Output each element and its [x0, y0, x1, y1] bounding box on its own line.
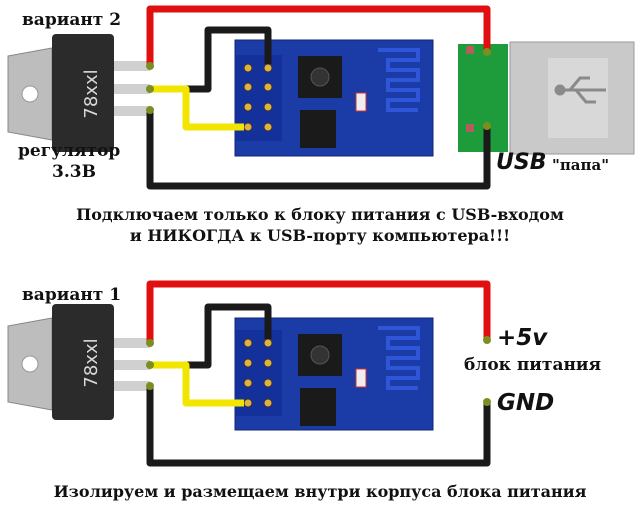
caption-line2: и НИКОГДА к USB-порту компьютера!!!: [129, 226, 511, 245]
wire-yellow-bottom: [150, 361, 244, 407]
wire-yellow-top: [150, 85, 244, 131]
regulator-voltage: 3.3В: [52, 162, 96, 182]
variant1-label: вариант 1: [22, 285, 122, 305]
gnd-label: GND: [497, 390, 555, 416]
wire-black-top: [146, 110, 491, 190]
plus5v-label: +5v: [497, 325, 548, 351]
usb-plug: [458, 41, 635, 155]
wire-black-bottom: [146, 386, 491, 467]
regulator-marking: 78xxl: [81, 338, 102, 387]
regulator-label: регулятор: [18, 141, 121, 161]
wire-red-top: [146, 5, 491, 66]
usb-label: USB: [496, 150, 547, 175]
psu-label: блок питания: [464, 355, 602, 375]
variant2-diagram: 78xxl: [7, 5, 635, 190]
caption-bottom: Изолируем и размещаем внутри корпуса бло…: [53, 482, 587, 501]
wire-red-bottom: [146, 280, 491, 343]
caption-line1: Подключаем только к блоку питания с USB-…: [76, 205, 564, 224]
usb-type-label: "папа": [552, 156, 610, 174]
regulator-marking: 78xxl: [81, 69, 102, 118]
regulator-bottom: 78xxl: [7, 304, 150, 420]
variant1-diagram: 78xxl: [7, 280, 491, 467]
variant2-label: вариант 2: [22, 10, 122, 30]
usb-symbol-icon: [554, 76, 606, 104]
regulator-top: 78xxl: [7, 34, 150, 152]
